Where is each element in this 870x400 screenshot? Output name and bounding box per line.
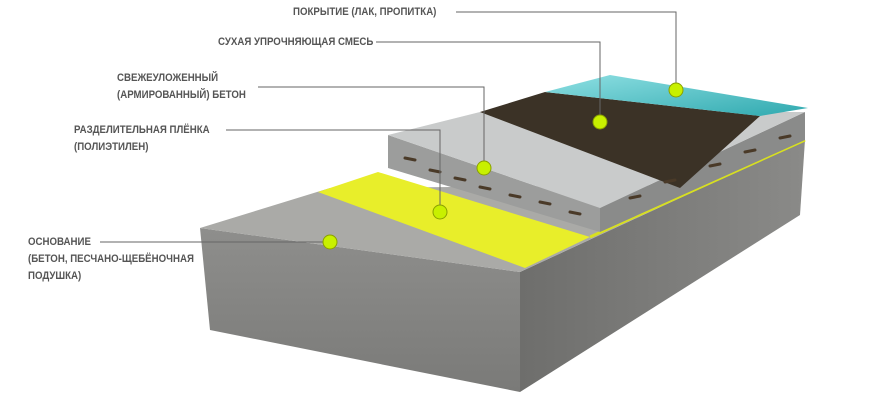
label-coating: ПОКРЫТИЕ (ЛАК, ПРОПИТКА) (293, 6, 437, 18)
dry-mix-layer (480, 92, 760, 188)
label-base-line2: (БЕТОН, ПЕСЧАНО-ЩЕБЁНОЧНАЯ (28, 253, 194, 265)
leader-lines (100, 11, 677, 243)
concrete-side-face (600, 112, 805, 232)
base-top-face (200, 140, 805, 272)
label-base: ОСНОВАНИЕ (БЕТОН, ПЕСЧАНО-ЩЕБЁНОЧНАЯ ПОД… (28, 234, 194, 285)
label-base-line3: ПОДУШКА) (28, 270, 82, 282)
concrete-marker (476, 160, 492, 176)
rebar-stubs (403, 134, 792, 216)
base-marker (322, 234, 338, 250)
label-concrete: СВЕЖЕУЛОЖЕННЫЙ (АРМИРОВАННЫЙ) БЕТОН (117, 70, 246, 104)
label-film: РАЗДЕЛИТЕЛЬНАЯ ПЛЁНКА (ПОЛИЭТИЛЕН) (74, 122, 210, 156)
label-concrete-line2: (АРМИРОВАННЫЙ) БЕТОН (117, 89, 246, 101)
label-film-line2: (ПОЛИЭТИЛЕН) (74, 141, 149, 153)
label-film-line1: РАЗДЕЛИТЕЛЬНАЯ ПЛЁНКА (74, 124, 210, 136)
film-edge-line (589, 138, 806, 239)
coating-marker (668, 82, 684, 98)
film-marker (432, 204, 448, 220)
base-side-face (520, 140, 805, 392)
label-base-line1: ОСНОВАНИЕ (28, 236, 91, 248)
label-dry-mix: СУХАЯ УПРОЧНЯЮЩАЯ СМЕСЬ (218, 36, 374, 48)
label-concrete-line1: СВЕЖЕУЛОЖЕННЫЙ (117, 72, 219, 84)
base-front-face (200, 228, 520, 392)
dry-mix-marker (592, 114, 608, 130)
concrete-front-face (388, 135, 600, 232)
separation-film (318, 172, 590, 268)
